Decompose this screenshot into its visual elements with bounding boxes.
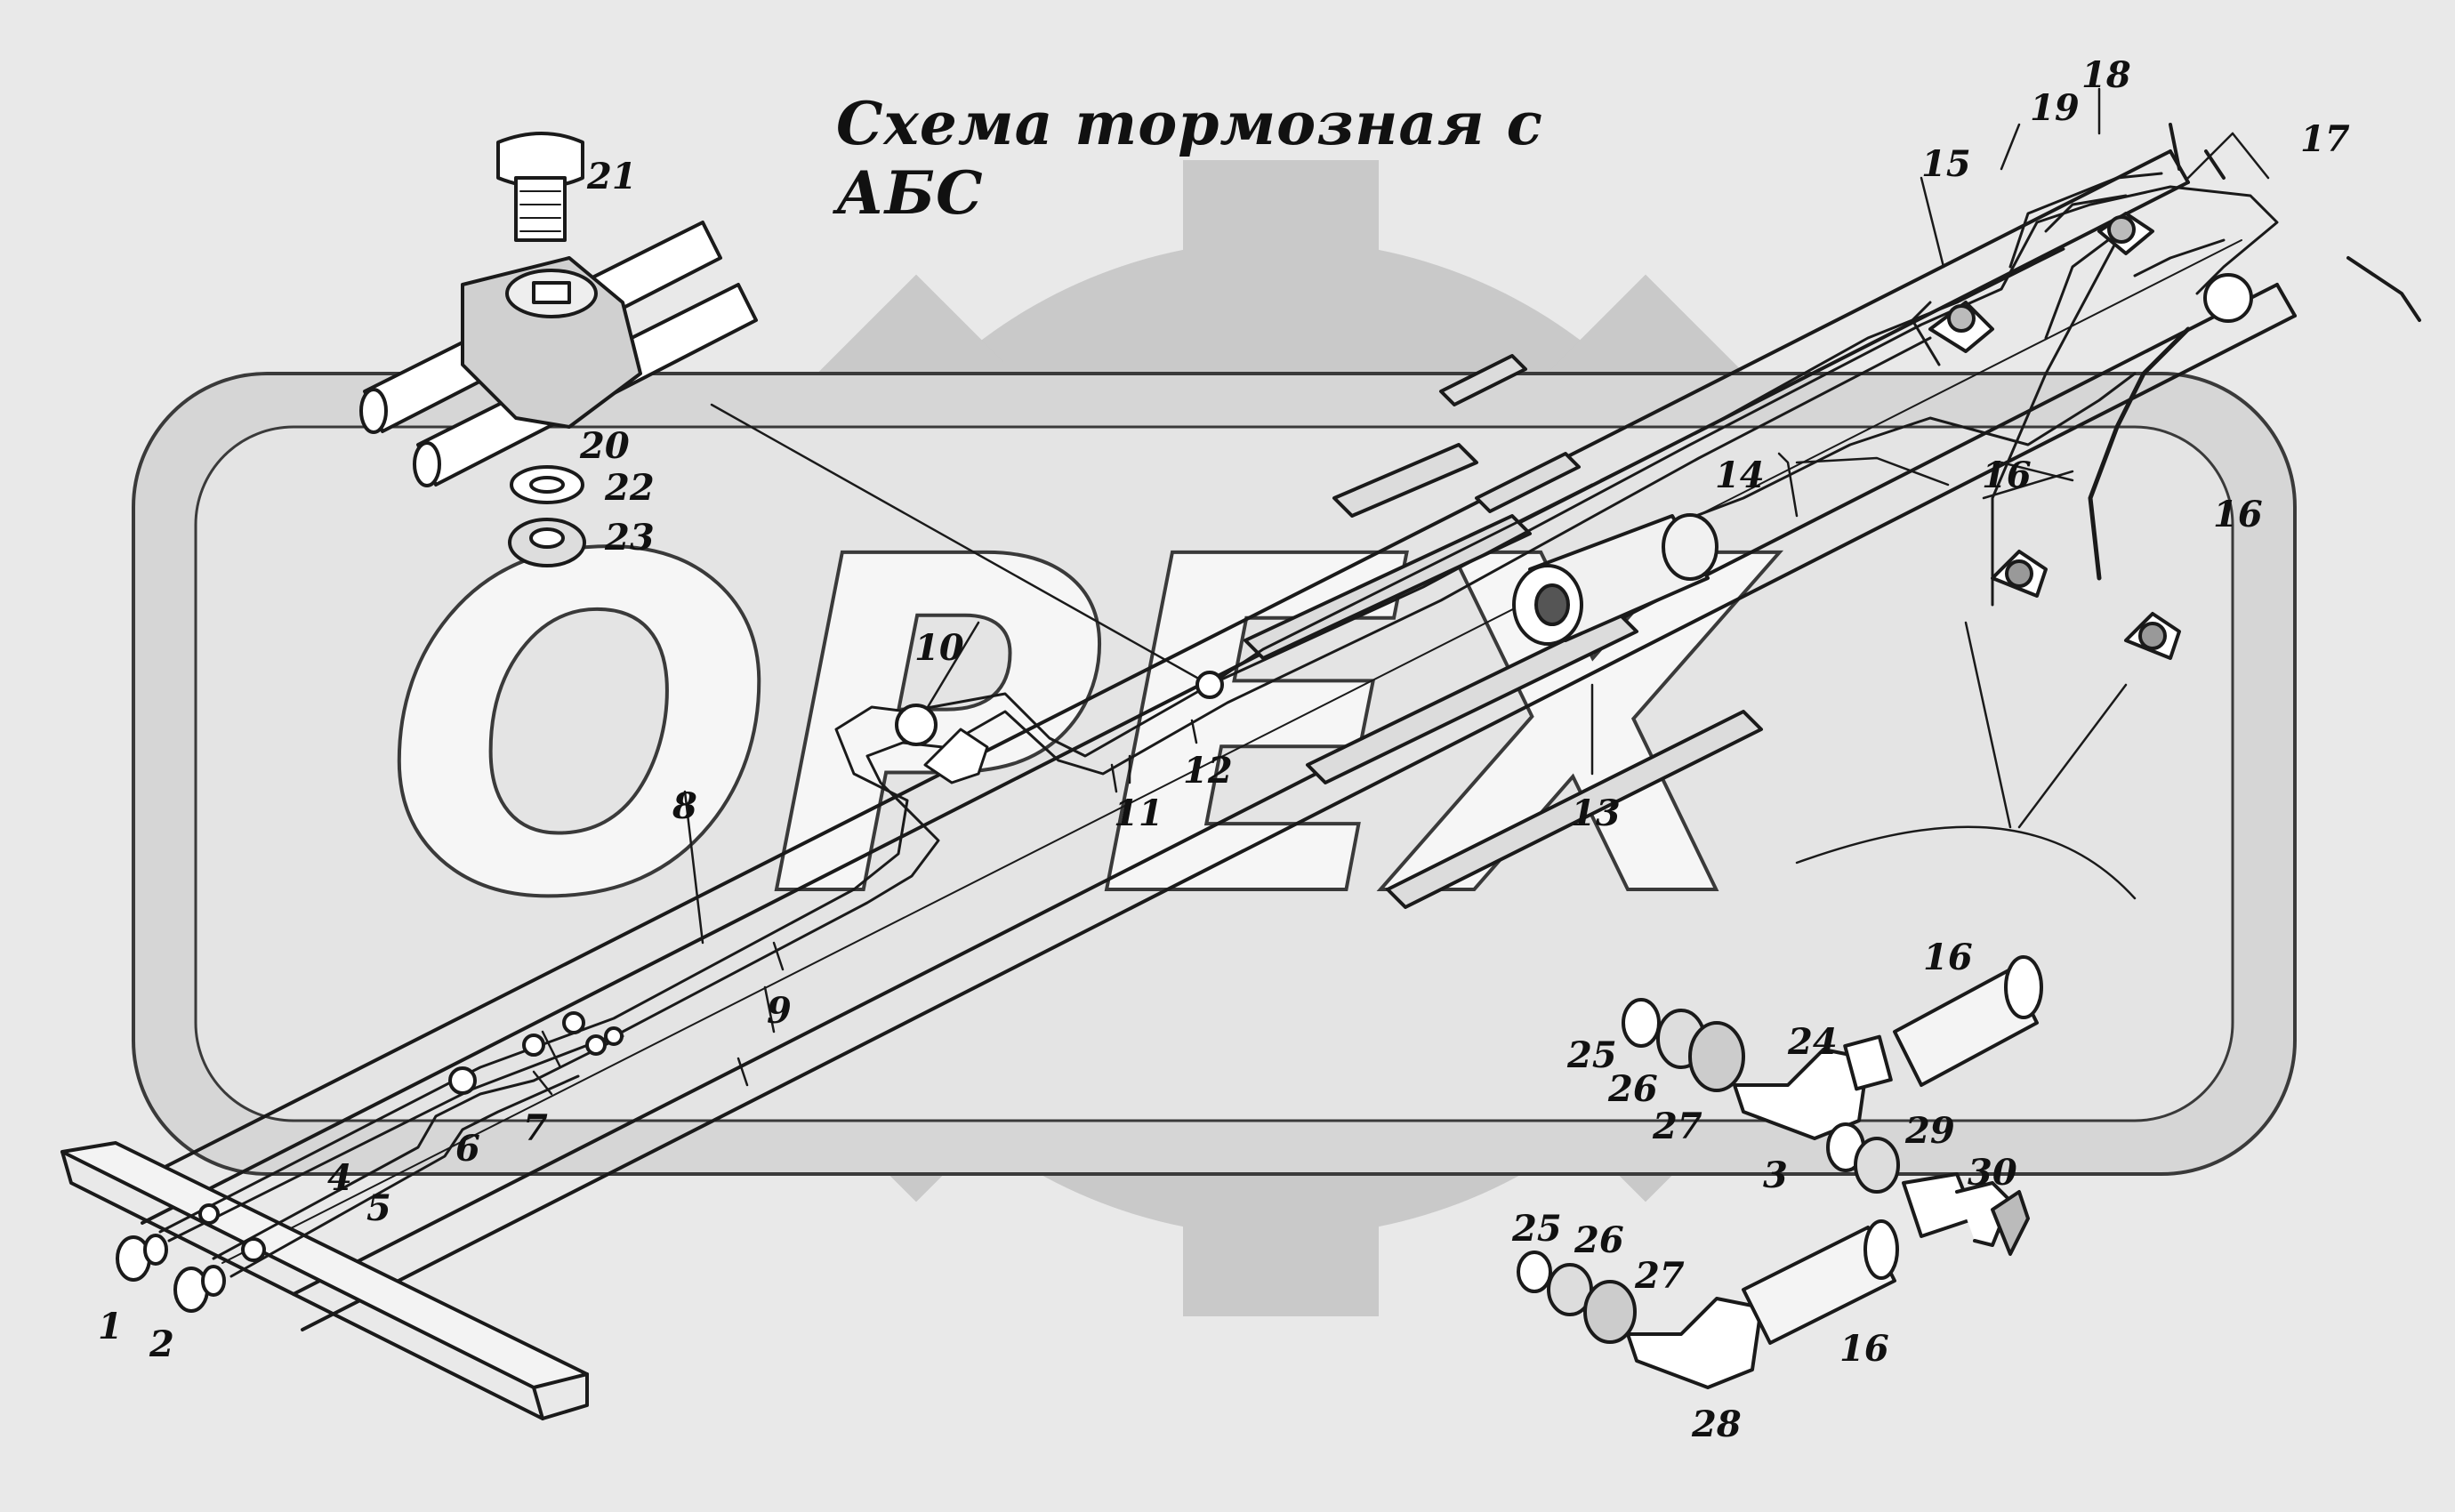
callout-25b: 25 xyxy=(1511,1208,1562,1250)
callout-30: 30 xyxy=(1968,1152,2017,1194)
callout-20: 20 xyxy=(579,425,630,467)
leader-lines xyxy=(532,87,2270,1096)
hose-assembly-lower xyxy=(1517,1219,1899,1389)
callout-25a: 25 xyxy=(1566,1034,1617,1076)
callout-13: 13 xyxy=(1571,792,1621,834)
callout-3: 3 xyxy=(1763,1154,1788,1196)
callout-16d: 16 xyxy=(1982,454,2032,496)
brake-lines xyxy=(158,172,2279,1278)
callout-6: 6 xyxy=(455,1128,480,1170)
callout-15: 15 xyxy=(1921,143,1971,185)
callout-9: 9 xyxy=(767,990,792,1032)
callout-7: 7 xyxy=(523,1107,548,1149)
callout-5: 5 xyxy=(366,1187,391,1229)
diagram-title: Схема тормозная с АБС xyxy=(836,89,1543,228)
callout-8: 8 xyxy=(672,785,697,827)
callout-18: 18 xyxy=(2081,54,2131,96)
callout-16a: 16 xyxy=(2213,494,2263,535)
callout-2: 2 xyxy=(149,1323,174,1365)
rear-valves xyxy=(1928,212,2253,353)
frame-rails xyxy=(132,149,2297,1331)
clamp-assembly-20 xyxy=(359,221,758,487)
front-cross-beam xyxy=(60,1141,589,1420)
callout-11: 11 xyxy=(1114,792,1163,834)
bolt-21 xyxy=(496,132,584,242)
callout-1: 1 xyxy=(98,1306,123,1347)
front-connectors xyxy=(116,1011,624,1313)
callout-22: 22 xyxy=(604,467,655,509)
callout-26a: 26 xyxy=(1607,1068,1658,1110)
callout-16b: 16 xyxy=(1923,937,1973,978)
component-12 xyxy=(1195,671,1224,699)
callout-17: 17 xyxy=(2300,118,2350,160)
callout-4: 4 xyxy=(327,1157,352,1199)
washers-22-23 xyxy=(508,465,586,567)
callout-16c: 16 xyxy=(1839,1328,1889,1370)
component-13-receiver xyxy=(1512,513,1718,646)
callout-27b: 27 xyxy=(1634,1255,1685,1297)
callout-21: 21 xyxy=(586,156,637,197)
callout-23: 23 xyxy=(604,517,655,559)
fitting-29-30 xyxy=(1826,1122,2030,1256)
callout-19: 19 xyxy=(2030,87,2080,129)
callout-10: 10 xyxy=(914,627,964,669)
callout-26b: 26 xyxy=(1574,1219,1624,1261)
callout-28: 28 xyxy=(1691,1403,1742,1445)
callout-29: 29 xyxy=(1904,1110,1955,1152)
component-10 xyxy=(895,704,938,746)
callout-14: 14 xyxy=(1715,454,1765,496)
hose-assembly-upper xyxy=(1622,955,2043,1140)
callout-labels: 1 2 3 4 5 6 7 8 9 10 11 12 13 14 15 16 1… xyxy=(98,54,2350,1445)
callout-27a: 27 xyxy=(1652,1106,1702,1147)
callout-12: 12 xyxy=(1183,750,1233,792)
abs-sensors xyxy=(1991,550,2181,660)
callout-24: 24 xyxy=(1787,1021,1838,1063)
